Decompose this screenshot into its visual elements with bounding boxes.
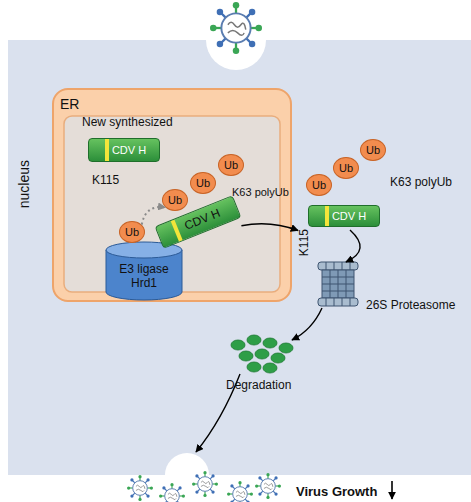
virus-particle	[127, 475, 153, 501]
ubiquitin-circle: Ub	[360, 139, 386, 161]
virus-particle	[255, 473, 281, 499]
node-text: Ub	[125, 226, 139, 239]
node-text: Ub	[196, 177, 210, 190]
node-text: Ub	[339, 162, 353, 175]
ubiquitin-circle: Ub	[190, 172, 216, 194]
ubiquitin-circle: Ub	[162, 189, 188, 211]
node-text: Ub	[168, 194, 182, 207]
node-text: E3 ligase Hrd1	[112, 263, 176, 291]
protein-bar: CDV H	[88, 138, 160, 162]
cylinder-top	[106, 242, 182, 258]
decrease-arrow	[391, 481, 393, 499]
compartment-label: ER	[60, 96, 79, 112]
ligase-cylinder: E3 ligase Hrd1	[104, 240, 184, 302]
site-label: K115	[92, 174, 119, 188]
node-text: Ub	[366, 144, 380, 157]
virus-particle	[159, 483, 185, 502]
protein-bar: CDV H	[308, 205, 380, 227]
outcome-label: Virus Growth	[296, 484, 377, 499]
site-label: K115	[298, 229, 312, 256]
cell-region: nucleusERNew synthesizedCDV HK115UbUbUbU…	[8, 40, 471, 475]
ubiquitin-circle: Ub	[306, 174, 332, 196]
ubiquitin-circle: Ub	[119, 221, 145, 243]
annotation-text: K63 polyUb	[232, 186, 289, 198]
annotation-text: New synthesized	[82, 116, 173, 130]
annotation-text: K63 polyUb	[390, 175, 452, 189]
process-label: Degradation	[226, 378, 291, 392]
protein-group: New synthesizedCDV H K115	[82, 116, 194, 196]
component-label: 26S Proteasome	[366, 298, 455, 312]
compartment-label: nucleus	[16, 160, 32, 208]
virus-particle	[227, 481, 253, 502]
protein-group: CDV H K115	[298, 205, 382, 263]
ubiquitin-circle: Ub	[333, 157, 359, 179]
node-text: Ub	[224, 159, 238, 172]
ubiquitin-circle: Ub	[218, 154, 244, 176]
node-text: Ub	[312, 179, 326, 192]
